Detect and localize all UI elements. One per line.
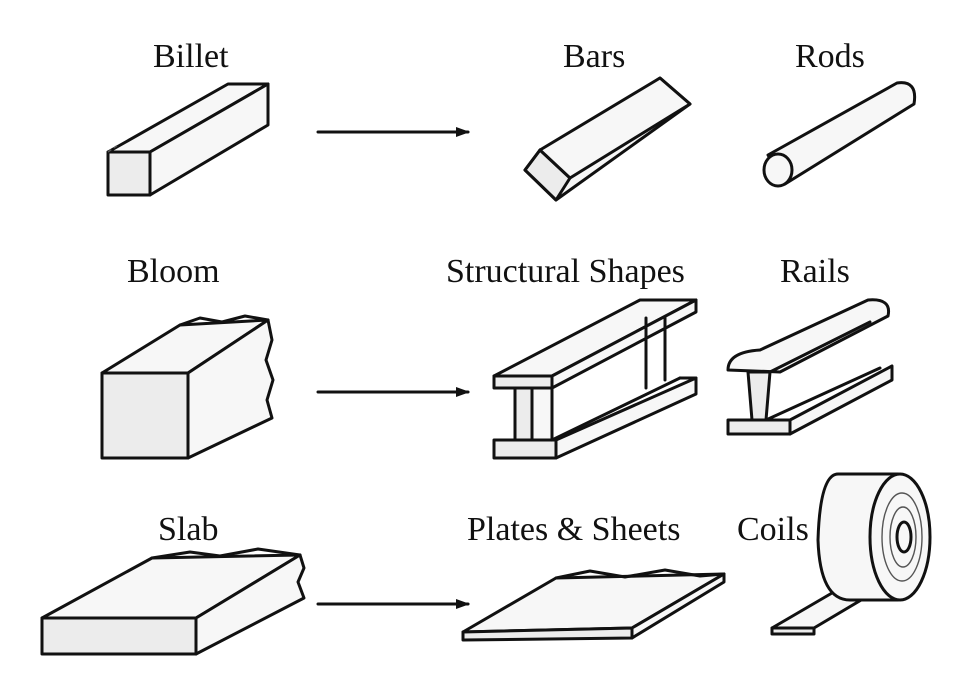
rods-shape <box>762 81 917 188</box>
label-rails: Rails <box>780 253 850 290</box>
slab-shape <box>40 547 306 656</box>
label-plates-sheets: Plates & Sheets <box>467 511 681 548</box>
label-coils: Coils <box>737 511 809 548</box>
label-slab: Slab <box>158 511 219 548</box>
label-billet: Billet <box>153 38 229 75</box>
rails-shape <box>726 298 894 436</box>
label-structural-shapes: Structural Shapes <box>446 253 685 290</box>
billet-shape <box>106 82 270 197</box>
structural-shapes-shape <box>492 298 698 460</box>
plates-sheets-shape <box>461 568 726 642</box>
label-rods: Rods <box>795 38 865 75</box>
bars-shape <box>523 76 692 202</box>
bloom-shape <box>100 314 275 460</box>
label-bloom: Bloom <box>127 253 220 290</box>
label-bars: Bars <box>563 38 626 75</box>
coils-shape <box>770 472 932 636</box>
